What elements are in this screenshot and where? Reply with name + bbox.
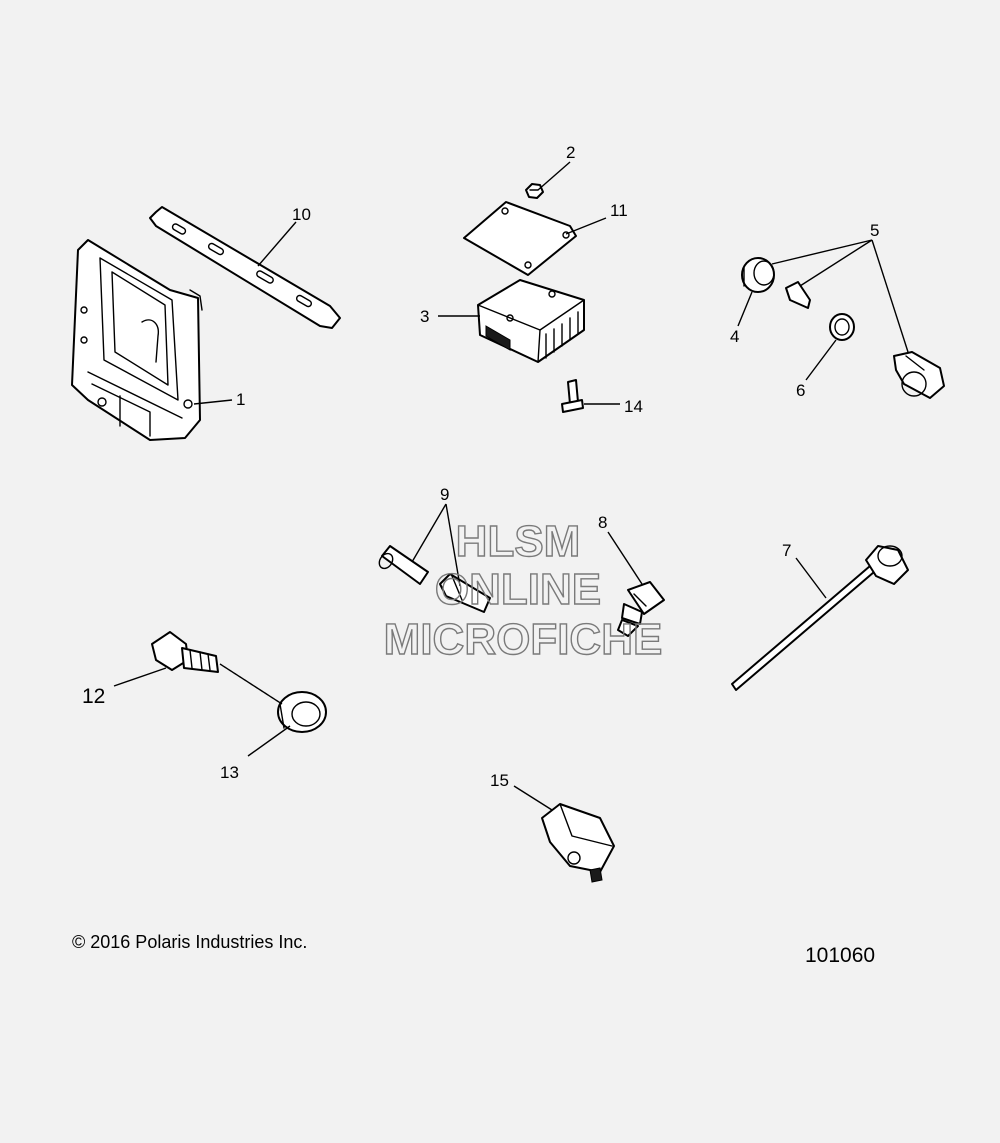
callout-9: 9 — [440, 485, 449, 504]
callout-15: 15 — [490, 771, 509, 790]
callout-7: 7 — [782, 541, 791, 560]
part-14-bolt — [561, 379, 584, 413]
drawing-number: 101060 — [805, 944, 876, 967]
watermark-line-2: ONLINE — [435, 565, 601, 614]
part-4-cap — [741, 257, 775, 293]
callout-1: 1 — [236, 390, 245, 409]
part-15-map-sensor — [541, 803, 615, 883]
callout-13: 13 — [220, 763, 239, 782]
part-9-pins — [378, 545, 491, 613]
callout-5: 5 — [870, 221, 879, 240]
callout-11: 11 — [610, 201, 628, 220]
callout-6: 6 — [796, 381, 805, 400]
callout-3: 3 — [420, 307, 429, 326]
watermark-line-3: MICROFICHE — [384, 615, 663, 664]
callout-14: 14 — [624, 397, 643, 416]
part-8-temp-sensor — [617, 581, 665, 637]
part-1-ecu — [71, 239, 203, 441]
part-5-tab — [785, 281, 811, 309]
callout-8: 8 — [598, 513, 607, 532]
part-3-module — [477, 279, 585, 363]
part-12-fitting — [151, 631, 219, 673]
watermark-line-1: HLSM — [456, 517, 581, 566]
part-5-sensor — [893, 351, 945, 399]
part-6-washer — [829, 313, 855, 341]
part-13-grommet — [277, 691, 327, 733]
callout-4: 4 — [730, 327, 739, 346]
part-2-nut — [525, 183, 544, 199]
callout-12: 12 — [82, 685, 105, 708]
leader-lines — [113, 161, 909, 811]
part-11-gasket — [463, 201, 577, 276]
callout-labels: 1 2 3 4 5 6 7 8 9 10 11 12 13 14 15 — [82, 143, 879, 790]
copyright-notice: © 2016 Polaris Industries Inc. — [72, 932, 308, 952]
part-10-bracket — [149, 206, 341, 329]
watermark: HLSM ONLINE MICROFICHE — [383, 516, 663, 664]
part-7-probe — [731, 545, 909, 691]
callout-2: 2 — [566, 143, 575, 162]
callout-10: 10 — [292, 205, 311, 224]
